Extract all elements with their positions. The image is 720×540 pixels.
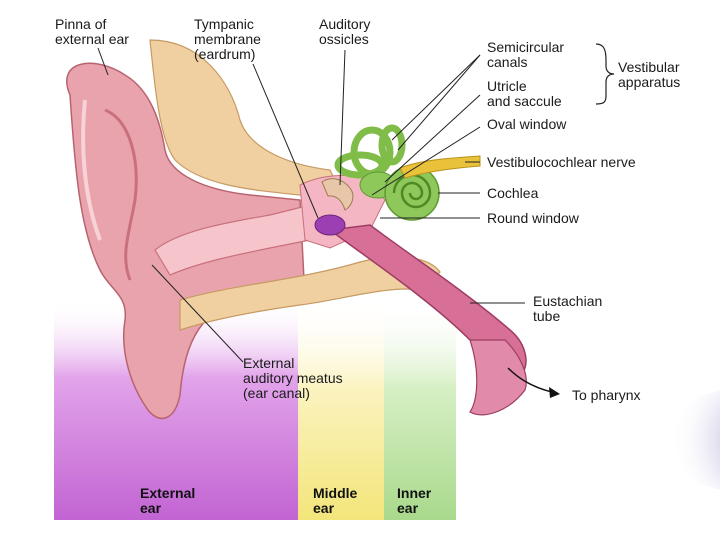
vestibular-brace <box>596 44 614 104</box>
label-utricle-saccule: Utricle and saccule <box>487 79 562 109</box>
label-eustachian-tube: Eustachian tube <box>533 294 602 324</box>
label-round-window: Round window <box>487 211 579 226</box>
pharynx-arrowhead <box>549 387 560 398</box>
label-cochlea: Cochlea <box>487 186 538 201</box>
region-label-middle: Middle ear <box>313 486 357 516</box>
label-external-auditory-meatus: External auditory meatus (ear canal) <box>243 356 343 401</box>
label-tympanic-membrane: Tympanic membrane (eardrum) <box>194 17 261 62</box>
label-vestibular-apparatus: Vestibular apparatus <box>618 60 680 90</box>
region-label-inner: Inner ear <box>397 486 431 516</box>
label-pinna: Pinna of external ear <box>55 17 129 47</box>
label-semicircular-canals: Semicircular canals <box>487 40 564 70</box>
region-label-external: External ear <box>140 486 195 516</box>
label-vestibulocochlear-nerve: Vestibulocochlear nerve <box>487 155 636 170</box>
label-to-pharynx: To pharynx <box>572 388 640 403</box>
corner-accent <box>670 390 720 490</box>
vestibulocochlear-nerve-shape <box>400 156 480 178</box>
label-oval-window: Oval window <box>487 117 566 132</box>
eardrum <box>315 215 345 235</box>
semicircular-canals-shape <box>338 128 402 175</box>
label-auditory-ossicles: Auditory ossicles <box>319 17 370 47</box>
